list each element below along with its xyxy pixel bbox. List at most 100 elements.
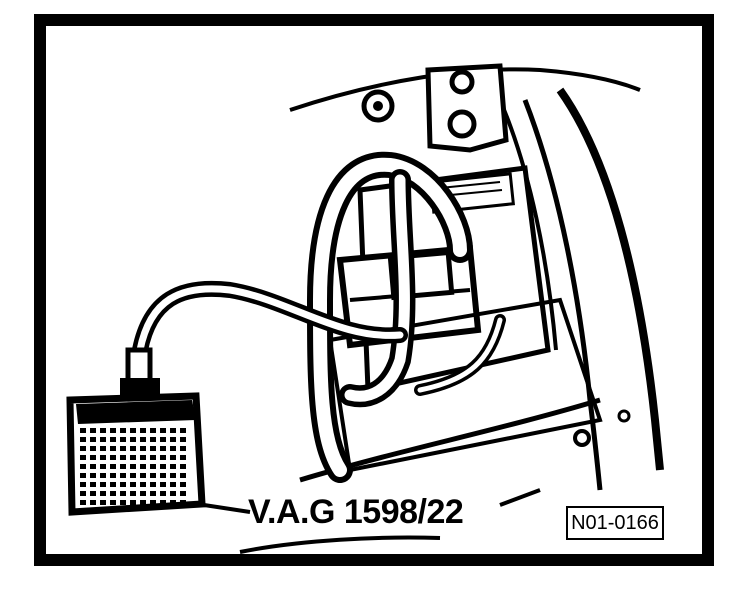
socket [150,491,156,496]
socket [80,455,86,460]
bracket-hole [449,69,475,95]
socket [130,473,136,478]
socket [170,455,176,460]
socket [170,491,176,496]
socket [120,437,126,442]
wheel-arch-outer [556,87,664,471]
socket [160,491,166,496]
socket [100,455,106,460]
socket [180,428,186,433]
leader-line [203,503,251,514]
socket [180,455,186,460]
socket [130,428,136,433]
socket [170,482,176,487]
socket [150,473,156,478]
socket [90,500,96,505]
socket [170,428,176,433]
socket [110,455,116,460]
bolt-center [373,101,383,111]
socket [170,473,176,478]
socket [150,437,156,442]
socket [90,473,96,478]
screw [573,429,591,447]
socket [120,428,126,433]
socket [160,500,166,505]
screw [617,409,631,423]
socket [170,464,176,469]
socket [110,464,116,469]
socket [120,473,126,478]
socket [90,464,96,469]
socket [120,491,126,496]
socket [150,500,156,505]
socket [100,491,106,496]
socket [160,482,166,487]
body-panel-edge [289,67,641,112]
socket [110,491,116,496]
socket [170,437,176,442]
socket [140,491,146,496]
socket [150,455,156,460]
socket [120,446,126,451]
socket [170,446,176,451]
socket [160,455,166,460]
socket [80,437,86,442]
label-line [439,181,501,189]
floor-curve [239,535,441,554]
socket [110,446,116,451]
socket [100,428,106,433]
socket [180,437,186,442]
socket [140,464,146,469]
socket [160,437,166,442]
socket [100,437,106,442]
socket [120,455,126,460]
socket [120,464,126,469]
socket [140,437,146,442]
socket [180,446,186,451]
socket [110,482,116,487]
socket [80,482,86,487]
socket [130,455,136,460]
socket [180,464,186,469]
socket [180,473,186,478]
wiring-loop-inner [312,157,467,477]
socket [90,446,96,451]
socket [140,482,146,487]
socket [130,482,136,487]
cable-plug [120,378,160,396]
socket [130,446,136,451]
test-cable-2-inner [417,317,503,393]
socket [90,482,96,487]
mounting-bracket [425,63,509,153]
socket [100,482,106,487]
test-box-sockets [80,428,186,505]
socket [160,428,166,433]
socket [90,428,96,433]
socket [110,473,116,478]
leader-line [499,488,541,507]
socket [140,500,146,505]
socket [160,446,166,451]
socket [140,428,146,433]
socket [80,491,86,496]
socket [160,473,166,478]
socket [130,437,136,442]
socket [180,482,186,487]
lower-trim [327,297,603,473]
socket [130,464,136,469]
socket [140,455,146,460]
wheel-arch-inner [522,99,603,491]
socket [130,500,136,505]
socket [100,446,106,451]
socket [180,500,186,505]
socket [90,491,96,496]
socket [150,446,156,451]
tool-label: V.A.G 1598/22 [248,493,464,531]
socket [100,464,106,469]
socket [80,464,86,469]
socket [90,437,96,442]
pillar-edge [498,99,558,351]
socket [140,473,146,478]
socket [160,464,166,469]
